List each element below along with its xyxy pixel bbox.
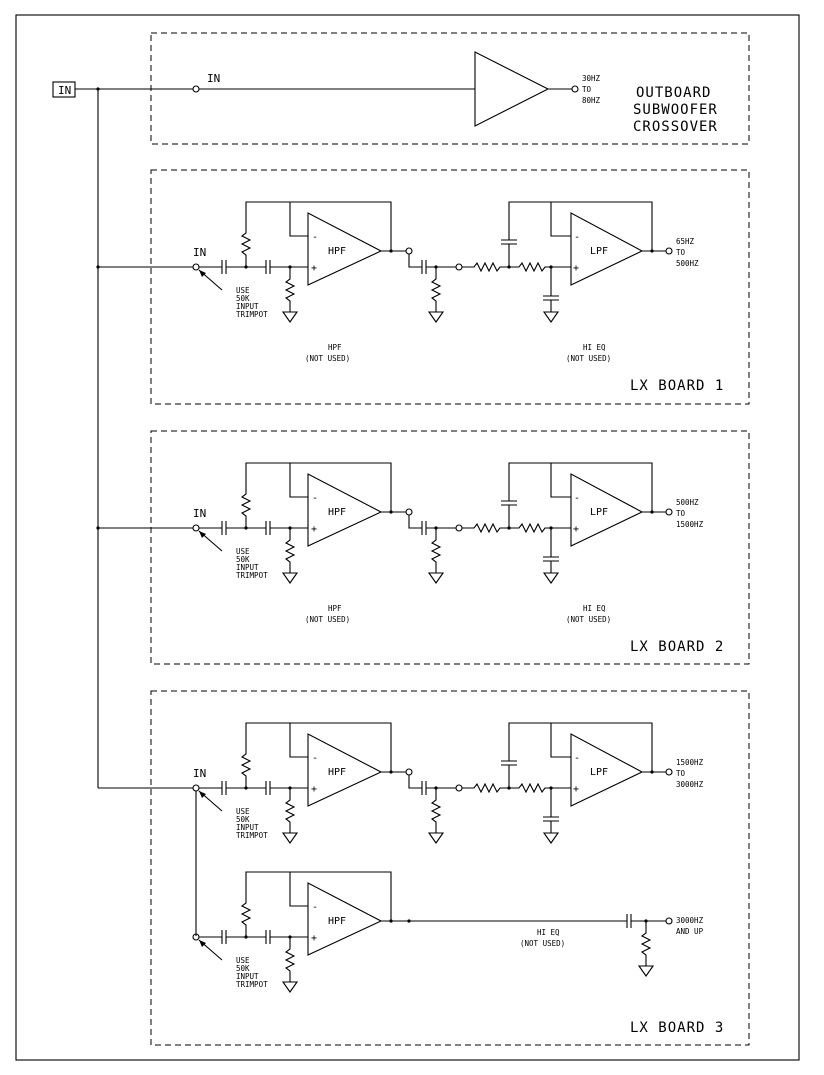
board3-input-label: IN	[193, 767, 206, 780]
board3-high-trimpot-value: 50K	[236, 964, 250, 973]
board1-range-from: 65HZ	[676, 237, 695, 246]
board3-high-range-from: 3000HZ	[676, 916, 704, 925]
board3-lpf-label: LPF	[590, 767, 608, 778]
board3-trimpot-label: TRIMPOT	[236, 831, 268, 840]
board3-trimpot-use: USE	[236, 807, 250, 816]
board3-high-trimpot-input: INPUT	[236, 972, 259, 981]
board1-range-to: TO	[676, 248, 686, 257]
board1-lpf-minus: -	[574, 232, 580, 243]
board2-lpf-plus: +	[573, 524, 579, 535]
board1-hpf-plus: +	[311, 263, 317, 274]
board1-eq-caption-note: (NOT USED)	[566, 354, 611, 363]
board3-high-channel: USE 50K INPUT TRIMPOT - + HPF	[192, 871, 704, 993]
board2-range-to: TO	[676, 509, 686, 518]
board1-hpf-minus: -	[312, 232, 318, 243]
board2-hpf-plus: +	[311, 524, 317, 535]
board2-range-end: 1500HZ	[676, 520, 704, 529]
board1-lpf-label: LPF	[590, 246, 608, 257]
board1-trimpot-use: USE	[236, 286, 250, 295]
board3-high-hpf-label: HPF	[328, 916, 346, 927]
subwoofer-range-from: 30HZ	[582, 74, 601, 83]
board2-title: LX BOARD 2	[630, 639, 724, 655]
main-input-label: IN	[58, 84, 71, 97]
board1-trimpot-value: 50K	[236, 294, 250, 303]
board3-high-hpf-minus: -	[312, 902, 318, 913]
lx-board-3: IN USE 50K INPUT TRIMPOT - + HPF	[150, 690, 750, 1046]
board3-high-hpf-plus: +	[311, 933, 317, 944]
board2-input-label: IN	[193, 507, 206, 520]
board2-hpf-caption-note: (NOT USED)	[305, 615, 350, 624]
board1-hpf-caption-note: (NOT USED)	[305, 354, 350, 363]
board2-hpf-minus: -	[312, 493, 318, 504]
subwoofer-amplifier	[474, 51, 550, 127]
board3-high-eq-caption: HI EQ	[537, 928, 560, 937]
board3-high-eq-caption-note: (NOT USED)	[520, 939, 565, 948]
main-input: IN	[52, 81, 76, 98]
board2-trimpot-use: USE	[236, 547, 250, 556]
subwoofer-title-line3: CROSSOVER	[633, 119, 718, 135]
board1-input-label: IN	[193, 246, 206, 259]
board2-range-from: 500HZ	[676, 498, 699, 507]
board2-hpf-caption: HPF	[328, 604, 342, 613]
lx-board-2: IN USE 50K INPUT TRIMPOT - + HPF	[150, 430, 750, 665]
subwoofer-range-to: TO	[582, 85, 592, 94]
board3-range-from: 1500HZ	[676, 758, 704, 767]
board2-hpf-label: HPF	[328, 507, 346, 518]
subwoofer-range-end: 80HZ	[582, 96, 601, 105]
board1-hpf-caption: HPF	[328, 343, 342, 352]
outer-frame	[15, 14, 800, 1061]
board2-trimpot-label: TRIMPOT	[236, 571, 268, 580]
board3-lpf-plus: +	[573, 784, 579, 795]
input-bus	[75, 87, 193, 789]
board3-high-range-end: AND UP	[676, 927, 704, 936]
board3-trimpot-input: INPUT	[236, 823, 259, 832]
board3-hpf-label: HPF	[328, 767, 346, 778]
board2-eq-caption-note: (NOT USED)	[566, 615, 611, 624]
board3-hpf-minus: -	[312, 753, 318, 764]
board1-hpf-label: HPF	[328, 246, 346, 257]
board2-trimpot-input: INPUT	[236, 563, 259, 572]
board1-trimpot-input: INPUT	[236, 302, 259, 311]
board1-trimpot-label: TRIMPOT	[236, 310, 268, 319]
board1-lpf-plus: +	[573, 263, 579, 274]
board3-title: LX BOARD 3	[630, 1020, 724, 1036]
subwoofer-block: IN 30HZ TO 80HZ OUTBOARD SUBWOOFER CROSS…	[150, 32, 750, 145]
board1-title: LX BOARD 1	[630, 378, 724, 394]
board3-trimpot-value: 50K	[236, 815, 250, 824]
board3-range-end: 3000HZ	[676, 780, 704, 789]
board2-lpf-label: LPF	[590, 507, 608, 518]
subwoofer-input-label: IN	[207, 72, 220, 85]
board3-high-trimpot-label: TRIMPOT	[236, 980, 268, 989]
subwoofer-title-line1: OUTBOARD	[636, 85, 711, 101]
subwoofer-title-line2: SUBWOOFER	[633, 102, 718, 118]
board3-lpf-minus: -	[574, 753, 580, 764]
board2-lpf-minus: -	[574, 493, 580, 504]
board3-hpf-plus: +	[311, 784, 317, 795]
board3-high-trimpot-use: USE	[236, 956, 250, 965]
board2-trimpot-value: 50K	[236, 555, 250, 564]
board1-range-end: 500HZ	[676, 259, 699, 268]
board1-eq-caption: HI EQ	[583, 343, 606, 352]
board2-eq-caption: HI EQ	[583, 604, 606, 613]
board3-range-to: TO	[676, 769, 686, 778]
lx-board-1: IN USE 50K INPUT TRIMPOT - +	[150, 169, 750, 405]
